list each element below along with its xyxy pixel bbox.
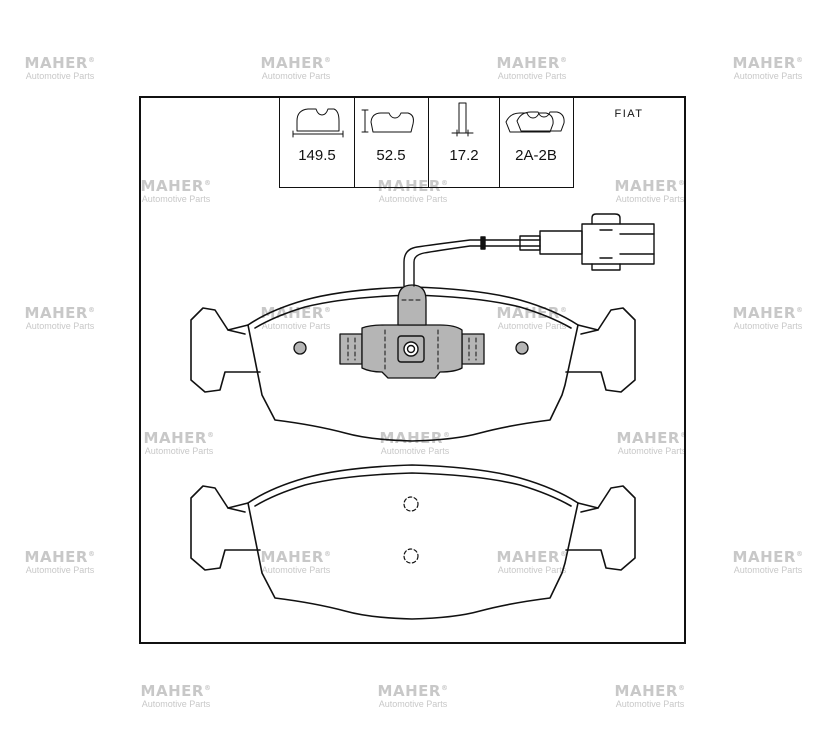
watermark-subtitle: Automotive Parts [25,565,95,575]
watermark-brand: MAHER® [616,429,688,447]
watermark-brand: MAHER® [496,54,568,72]
height-dimension-icon [361,109,414,133]
watermark: MAHER®Automotive Parts [121,175,231,205]
watermark-brand: MAHER® [732,304,804,322]
watermark: MAHER®Automotive Parts [121,680,231,710]
wear-sensor-wire [403,235,541,287]
length-value: 149.5 [298,147,336,164]
watermark-subtitle: Automotive Parts [733,71,803,81]
watermark-brand: MAHER® [140,177,212,195]
watermark-brand: MAHER® [496,304,568,322]
watermark-subtitle: Automotive Parts [380,446,450,456]
watermark-brand: MAHER® [140,682,212,700]
watermark-brand: MAHER® [377,682,449,700]
watermark-subtitle: Automotive Parts [261,71,331,81]
length-dimension-icon [292,108,344,138]
watermark: MAHER®Automotive Parts [477,302,587,332]
watermark: MAHER®Automotive Parts [358,680,468,710]
watermark: MAHER®Automotive Parts [358,175,468,205]
watermark: MAHER®Automotive Parts [5,302,115,332]
watermark-subtitle: Automotive Parts [141,699,211,709]
wva-value: 2A-2B [515,147,557,164]
watermark: MAHER®Automotive Parts [713,52,823,82]
watermark: MAHER®Automotive Parts [595,175,705,205]
watermark-subtitle: Automotive Parts [615,194,685,204]
vehicle-brand-label: FIAT [614,108,644,120]
watermark: MAHER®Automotive Parts [595,680,705,710]
clip-dashed-lines [347,299,477,373]
watermark-brand: MAHER® [614,177,686,195]
watermark-subtitle: Automotive Parts [25,71,95,81]
watermark-subtitle: Automotive Parts [141,194,211,204]
spec-row-divider [279,187,573,188]
center-bolt-icon [397,335,425,363]
watermark-subtitle: Automotive Parts [378,194,448,204]
pad-rivet-left [293,341,307,355]
watermark-brand: MAHER® [379,429,451,447]
watermark: MAHER®Automotive Parts [5,52,115,82]
watermark-brand: MAHER® [143,429,215,447]
spec-cell-length [279,96,355,188]
watermark: MAHER®Automotive Parts [477,546,587,576]
watermark: MAHER®Automotive Parts [5,546,115,576]
watermark-subtitle: Automotive Parts [378,699,448,709]
watermark: MAHER®Automotive Parts [713,302,823,332]
watermark: MAHER®Automotive Parts [477,52,587,82]
watermark-subtitle: Automotive Parts [144,446,214,456]
watermark-subtitle: Automotive Parts [261,321,331,331]
spec-cell-thickness [428,96,500,188]
watermark: MAHER®Automotive Parts [124,427,234,457]
spec-cell-wva [499,96,574,188]
thickness-dimension-icon [451,102,474,137]
watermark-brand: MAHER® [260,54,332,72]
watermark-subtitle: Automotive Parts [733,321,803,331]
watermark-subtitle: Automotive Parts [25,321,95,331]
watermark-brand: MAHER® [260,548,332,566]
watermark-brand: MAHER® [24,548,96,566]
watermark-subtitle: Automotive Parts [497,321,567,331]
anti-noise-clip [339,284,485,379]
pad-rivet-right [515,341,529,355]
watermark: MAHER®Automotive Parts [241,546,351,576]
watermark-brand: MAHER® [732,54,804,72]
sensor-connector [539,213,655,271]
brake-pad-lower [190,464,636,620]
spec-cell-height [354,96,429,188]
watermark-subtitle: Automotive Parts [617,446,687,456]
watermark-subtitle: Automotive Parts [497,71,567,81]
thickness-value: 17.2 [449,147,479,164]
wva-outline-icon [505,111,565,133]
watermark-brand: MAHER® [732,548,804,566]
watermark: MAHER®Automotive Parts [241,52,351,82]
watermark-brand: MAHER® [24,304,96,322]
watermark-subtitle: Automotive Parts [497,565,567,575]
watermark-subtitle: Automotive Parts [733,565,803,575]
watermark-brand: MAHER® [614,682,686,700]
height-value: 52.5 [376,147,406,164]
watermark-brand: MAHER® [377,177,449,195]
watermark: MAHER®Automotive Parts [360,427,470,457]
watermark-brand: MAHER® [496,548,568,566]
watermark: MAHER®Automotive Parts [713,546,823,576]
watermark: MAHER®Automotive Parts [597,427,707,457]
watermark-brand: MAHER® [24,54,96,72]
watermark-subtitle: Automotive Parts [615,699,685,709]
drawing-frame [139,96,686,644]
watermark-subtitle: Automotive Parts [261,565,331,575]
hidden-rivet-upper [403,496,419,512]
hidden-rivet-lower [403,548,419,564]
